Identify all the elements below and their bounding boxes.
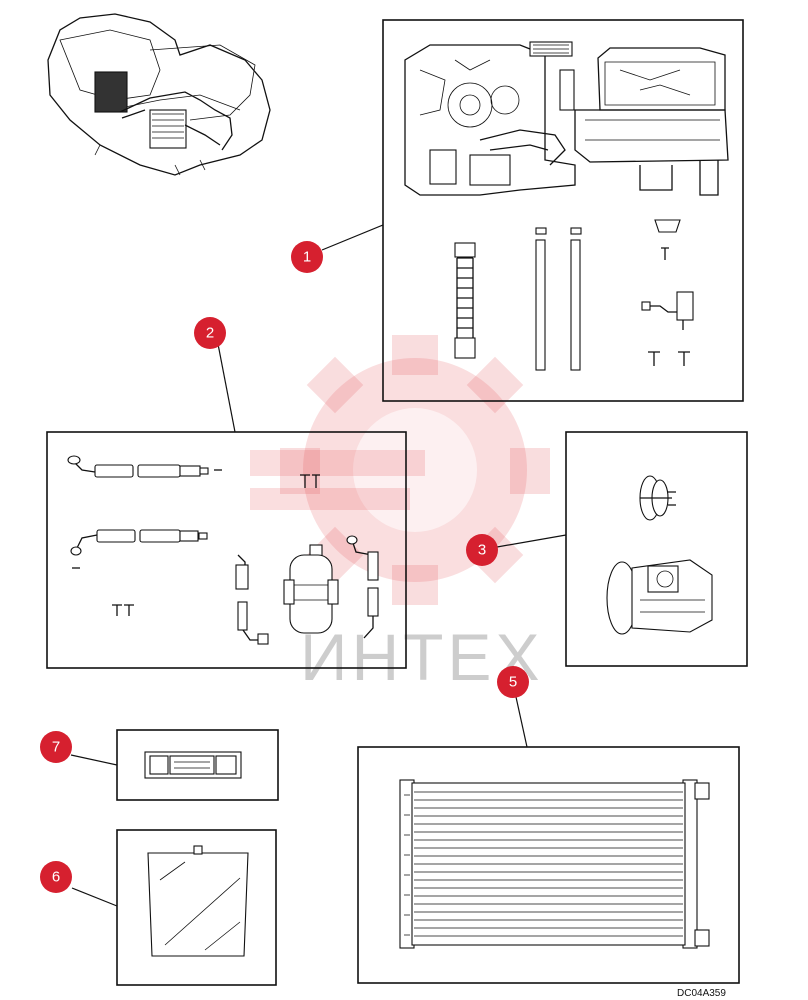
- hvac-unit-illustration: [404, 41, 729, 196]
- condenser-part: [399, 779, 710, 949]
- callout-3-label: 3: [478, 542, 486, 559]
- compressor-part: [606, 559, 713, 635]
- machine-overview-illustration: [47, 13, 271, 176]
- callout-3: 3: [466, 534, 498, 566]
- callout-5-label: 5: [509, 674, 517, 691]
- hose-assembly-right: [346, 535, 379, 639]
- hose-assembly-middle: [70, 529, 208, 569]
- box-3-compressor: [565, 431, 748, 667]
- leader-line-6: [71, 887, 118, 907]
- bolt-parts-upper: [300, 474, 320, 488]
- leader-line-3: [496, 534, 567, 548]
- flex-hose-part: [454, 242, 476, 359]
- callout-2: 2: [194, 317, 226, 349]
- callout-6-label: 6: [52, 869, 60, 886]
- callout-1-label: 1: [303, 249, 311, 266]
- box-5-condenser: [357, 746, 740, 984]
- callout-6: 6: [40, 861, 72, 893]
- hose-assembly-left-vertical: [235, 554, 269, 645]
- drawing-reference-code: DC04A359: [677, 988, 726, 999]
- leader-line-1: [321, 224, 384, 251]
- leader-line-7: [70, 754, 118, 766]
- callout-7-label: 7: [52, 739, 60, 756]
- control-panel-part: [144, 751, 242, 779]
- box-1-hvac-unit: [382, 19, 744, 402]
- filter-part: [147, 845, 249, 957]
- callout-2-label: 2: [206, 325, 214, 342]
- box-6-filter: [116, 829, 277, 986]
- hose-assembly-upper: [67, 455, 222, 478]
- leader-line-5: [515, 696, 528, 748]
- callout-5: 5: [497, 666, 529, 698]
- bolt-parts-lower: [112, 604, 134, 616]
- receiver-drier: [283, 544, 339, 634]
- callout-7: 7: [40, 731, 72, 763]
- seal-strip-parts: [535, 227, 582, 371]
- callout-1: 1: [291, 241, 323, 273]
- small-bracket-parts: [641, 219, 694, 366]
- leader-line-2: [217, 343, 236, 433]
- box-2-refrigerant-lines: [46, 431, 407, 669]
- compressor-clutch-part: [639, 475, 676, 521]
